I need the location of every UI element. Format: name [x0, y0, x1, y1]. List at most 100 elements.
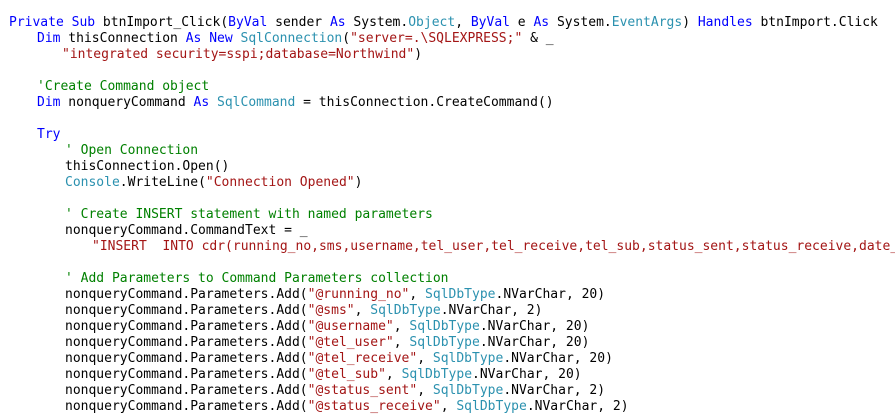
code-line[interactable]: ​: [0, 255, 895, 271]
code-line[interactable]: nonqueryCommand.Parameters.Add("@sms", S…: [0, 303, 895, 319]
string-token: "@sms": [307, 303, 355, 318]
code-line[interactable]: nonqueryCommand.Parameters.Add("@running…: [0, 287, 895, 303]
code-line[interactable]: nonqueryCommand.Parameters.Add("@tel_use…: [0, 335, 895, 351]
keyword-token: Private: [9, 15, 64, 30]
comment-token: ' Create INSERT statement with named par…: [65, 207, 433, 222]
code-line[interactable]: ​: [0, 63, 895, 79]
code-token: [233, 31, 241, 46]
code-token: [209, 95, 217, 110]
type-token: SqlDbType: [409, 319, 480, 334]
code-token: sender: [267, 15, 330, 30]
code-line[interactable]: Console.WriteLine("Connection Opened"): [0, 175, 895, 191]
string-token: "@status_receive": [307, 399, 441, 414]
code-token: nonqueryCommand: [60, 95, 194, 110]
code-token: = thisConnection.CreateCommand(): [295, 95, 554, 110]
keyword-token: New: [209, 31, 233, 46]
code-token: nonqueryCommand.Parameters.Add(: [65, 351, 308, 366]
code-line[interactable]: Dim nonqueryCommand As SqlCommand = this…: [0, 95, 895, 111]
code-token: thisConnection.Open(): [65, 159, 230, 174]
code-line[interactable]: ​: [0, 191, 895, 207]
code-token: .NVarChar, 2): [503, 383, 606, 398]
keyword-token: As: [185, 31, 202, 46]
comment-token: ' Add Parameters to Command Parameters c…: [65, 271, 449, 286]
code-token: ,: [455, 15, 471, 30]
type-token: SqlDbType: [409, 335, 480, 350]
code-token: thisConnection: [60, 31, 186, 46]
string-token: "@tel_sub": [307, 367, 386, 382]
type-token: SqlDbType: [401, 367, 473, 382]
keyword-token: Dim: [37, 31, 61, 46]
code-line[interactable]: Dim thisConnection As New SqlConnection(…: [0, 31, 895, 47]
type-token: SqlDbType: [425, 287, 496, 302]
code-token: nonqueryCommand.Parameters.Add(: [65, 335, 308, 350]
code-token: btnImport.Click: [752, 15, 878, 30]
code-line[interactable]: thisConnection.Open(): [0, 159, 895, 175]
code-token: ,: [385, 367, 402, 382]
code-token: .NVarChar, 2): [526, 399, 629, 414]
code-line[interactable]: Private Sub btnImport_Click(ByVal sender…: [0, 15, 895, 31]
code-line[interactable]: nonqueryCommand.Parameters.Add("@tel_sub…: [0, 367, 895, 383]
code-line[interactable]: nonqueryCommand.Parameters.Add("@tel_rec…: [0, 351, 895, 367]
string-token: "@status_sent": [307, 383, 418, 398]
code-token: .NVarChar, 20): [503, 351, 613, 366]
type-token: SqlDbType: [432, 351, 504, 366]
code-line[interactable]: Try: [0, 127, 895, 143]
comment-token: ' Open Connection: [65, 143, 199, 158]
code-token: System.: [549, 15, 612, 30]
type-token: SqlConnection: [240, 31, 343, 46]
string-token: "@username": [307, 319, 394, 334]
code-line[interactable]: ' Add Parameters to Command Parameters c…: [0, 271, 895, 287]
code-token: nonqueryCommand.Parameters.Add(: [65, 303, 308, 318]
code-token: ): [682, 15, 698, 30]
code-line[interactable]: ​: [0, 111, 895, 127]
code-line[interactable]: nonqueryCommand.Parameters.Add("@status_…: [0, 383, 895, 399]
keyword-token: Dim: [37, 95, 61, 110]
code-token: ,: [417, 383, 433, 398]
code-token: & _: [522, 31, 554, 46]
code-line[interactable]: nonqueryCommand.CommandText = _: [0, 223, 895, 239]
keyword-token: As: [329, 15, 346, 30]
code-token: nonqueryCommand.Parameters.Add(: [65, 319, 308, 334]
code-view[interactable]: Private Sub btnImport_Click(ByVal sender…: [0, 15, 895, 415]
code-token: e: [509, 15, 534, 30]
keyword-token: ByVal: [228, 15, 268, 30]
keyword-token: As: [533, 15, 550, 30]
code-line[interactable]: "INSERT INTO cdr(running_no,sms,username…: [0, 239, 895, 255]
code-token: ): [414, 47, 423, 62]
code-token: ,: [393, 319, 410, 334]
code-token: btnImport_Click(: [95, 15, 229, 30]
keyword-token: Try: [37, 127, 61, 142]
code-token: (: [342, 31, 351, 46]
string-token: "integrated security=sspi;database=North…: [62, 47, 415, 62]
comment-token: 'Create Command object: [37, 79, 210, 94]
code-token: .WriteLine(: [119, 175, 206, 190]
keyword-token: As: [193, 95, 210, 110]
type-token: SqlDbType: [456, 399, 527, 414]
code-token: .NVarChar, 20): [479, 335, 590, 350]
code-line[interactable]: nonqueryCommand.Parameters.Add("@usernam…: [0, 319, 895, 335]
code-token: nonqueryCommand.Parameters.Add(: [65, 287, 308, 302]
string-token: "@tel_user": [307, 335, 394, 350]
code-token: .NVarChar, 20): [472, 367, 582, 382]
code-token: nonqueryCommand.Parameters.Add(: [65, 399, 308, 414]
code-line[interactable]: "integrated security=sspi;database=North…: [0, 47, 895, 63]
code-token: ,: [393, 335, 410, 350]
code-token: System.: [345, 15, 409, 30]
string-token: "@running_no": [307, 287, 410, 302]
type-token: EventArgs: [611, 15, 683, 30]
keyword-token: Sub: [71, 15, 96, 30]
code-line[interactable]: nonqueryCommand.Parameters.Add("@status_…: [0, 399, 895, 415]
code-token: ,: [440, 399, 457, 414]
code-token: ,: [354, 303, 371, 318]
code-line[interactable]: 'Create Command object: [0, 79, 895, 95]
keyword-token: Handles: [697, 15, 753, 30]
code-line[interactable]: ' Open Connection: [0, 143, 895, 159]
string-token: "Connection Opened": [205, 175, 355, 190]
type-token: Console: [65, 175, 120, 190]
code-token: nonqueryCommand.Parameters.Add(: [65, 367, 308, 382]
code-token: .NVarChar, 20): [479, 319, 590, 334]
code-line[interactable]: ' Create INSERT statement with named par…: [0, 207, 895, 223]
type-token: SqlCommand: [217, 95, 296, 110]
code-token: ): [354, 175, 363, 190]
